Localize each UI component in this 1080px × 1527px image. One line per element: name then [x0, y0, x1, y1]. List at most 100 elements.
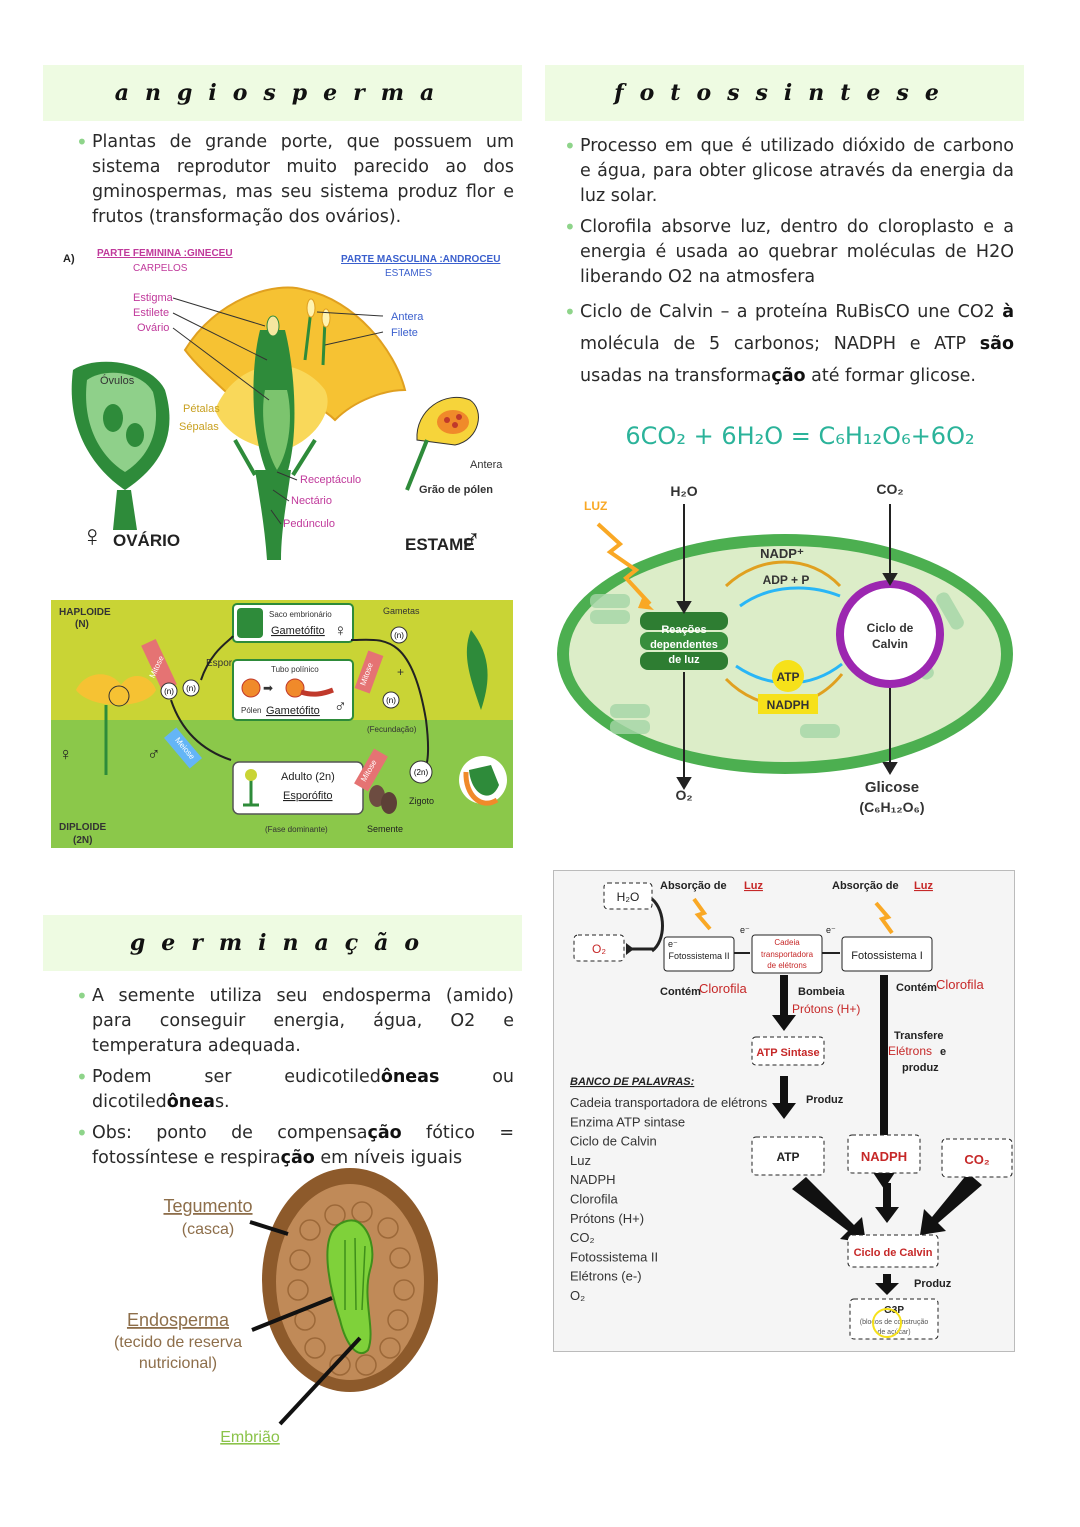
flow-produz-r: produz: [902, 1062, 939, 1074]
flower-panel-letter: A): [63, 253, 75, 265]
flow-eminus-3: e⁻: [826, 925, 836, 935]
gametofito-f-label: Gametófito: [271, 625, 325, 637]
fotossintese-bullets: Processo em que é utilizado dióxido de c…: [564, 134, 1014, 398]
seed-diagram: Tegumento (casca) Endosperma (tecido de …: [100, 1160, 450, 1460]
germinacao-bullets: A semente utiliza seu endosperma (amido)…: [76, 984, 514, 1177]
flower-diagram: A) PARTE FEMININA :GINECEU CARPELOS Esti…: [55, 240, 525, 570]
seed-arrows: [249, 1220, 362, 1426]
n-circle-2: (n): [186, 684, 196, 693]
chloro-formula: (C₆H₁₂O₆): [859, 799, 924, 815]
fotossintese-bullet-2: Clorofila absorve luz, dentro do cloropl…: [564, 215, 1014, 290]
gametas-label: Gametas: [383, 606, 420, 616]
bullet2-text-a: Podem ser eudicotiled: [92, 1067, 381, 1087]
tegumento-label: Tegumento: [163, 1196, 252, 1216]
flow-bombeia: Bombeia: [798, 986, 845, 998]
embriao-label: Embrião: [220, 1429, 280, 1446]
ovary-section-shape: [71, 361, 170, 530]
bullet3-text-b: fótico = fotossíntese e respira: [92, 1123, 514, 1168]
ciclo-line2: Calvin: [872, 637, 908, 651]
zigoto-label: Zigoto: [409, 796, 434, 806]
casca-label: (casca): [182, 1221, 234, 1238]
fotossintese-bullet-3: Ciclo de Calvin – a proteína RuBisCO une…: [564, 296, 1014, 392]
banco-item: NADPH: [570, 1172, 616, 1187]
label-ovario-part: Ovário: [137, 322, 169, 334]
label-pedunculo: Pedúnculo: [283, 518, 335, 530]
flow-eletrons: Elétrons: [888, 1044, 932, 1058]
banco-item: Luz: [570, 1153, 591, 1168]
cycle-female-icon: ♀: [59, 744, 73, 764]
bullet2-bold-a: ôneas: [380, 1067, 440, 1087]
female-title: PARTE FEMININA :GINECEU: [97, 248, 233, 259]
label-filete: Filete: [391, 327, 418, 339]
flow-fs1: Fotossistema I: [851, 950, 923, 962]
angiosperma-bullets: Plantas de grande porte, que possuem um …: [76, 130, 514, 236]
flow-protons: Prótons (H+): [792, 1002, 860, 1016]
fotossintese-header: fotossintese: [545, 65, 1024, 121]
banco-item: CO₂: [570, 1230, 595, 1245]
label-antera-top: Antera: [391, 311, 424, 323]
banco-item: Cadeia transportadora de elétrons: [570, 1095, 768, 1110]
label-estame: ESTAME: [405, 535, 475, 554]
germinacao-title: germinação: [129, 930, 436, 956]
bullet2-text-b: ou dicotiled: [92, 1067, 514, 1112]
bullet3-text-a: Obs: ponto de compensa: [92, 1123, 368, 1143]
flow-g3p-sub2: de açúcar): [877, 1329, 910, 1336]
flow-o2: O₂: [592, 942, 606, 956]
fase-label: (Fase dominante): [265, 825, 328, 834]
stamen-shape: [405, 396, 479, 491]
chloro-h2o: H₂O: [670, 483, 697, 499]
fotossintese-title: fotossintese: [614, 80, 955, 106]
life-cycle-diagram: HAPLOIDE (N) DIPLOIDE (2N) ♀ ♂ Mitose Es…: [51, 600, 513, 848]
haploide-label: HAPLOIDE: [59, 607, 111, 618]
label-sepalas: Sépalas: [179, 421, 219, 433]
germinacao-bullet-3: Obs: ponto de compensação fótico = fotos…: [76, 1121, 514, 1171]
male-symbol-icon: ♂: [459, 524, 482, 557]
male-sub: ESTAMES: [385, 268, 432, 279]
life-cycle-svg: HAPLOIDE (N) DIPLOIDE (2N) ♀ ♂ Mitose Es…: [51, 600, 513, 848]
gametofito-m-label: Gametófito: [266, 705, 320, 717]
angiosperma-header: angiosperma: [43, 65, 522, 121]
bullet2-text-c: s.: [214, 1092, 230, 1112]
two-n-circle: (2n): [414, 768, 429, 777]
label-petalas: Pétalas: [183, 403, 220, 415]
bullet2-bold-b: ônea: [166, 1092, 215, 1112]
endosperm-cells: [287, 1201, 415, 1376]
flow-diagram: H₂O O₂ Absorção de Luz Absorção de Luz F…: [553, 870, 1015, 1352]
flow-cadeia1: Cadeia: [774, 938, 800, 947]
female-symbol-icon: ♀: [81, 520, 104, 553]
polen-label: Pólen: [241, 706, 261, 715]
flow-eminus-2: e⁻: [740, 925, 750, 935]
seed-svg: Tegumento (casca) Endosperma (tecido de …: [114, 1168, 438, 1446]
label-grao-polen: Grão de pólen: [419, 484, 493, 496]
nutricional-label: nutricional): [139, 1355, 217, 1372]
chloro-adp: ADP + P: [763, 573, 810, 587]
adulto-label: Adulto (2n): [281, 771, 335, 783]
f-bullet3-c: usadas na transforma: [580, 366, 772, 386]
banco-item: Fotossistema II: [570, 1249, 658, 1264]
reacoes-stack: [640, 612, 728, 670]
flow-e-suffix: e: [940, 1046, 946, 1058]
chloroplast-diagram: Reações dependentes de luz Ciclo de Calv…: [550, 474, 1020, 824]
polen-arrow-icon: ➡: [263, 681, 273, 695]
esporos-label: Esporos: [206, 658, 243, 669]
label-receptaculo: Receptáculo: [300, 474, 361, 486]
chloro-nadp: NADP⁺: [760, 546, 804, 561]
flower-diagram-svg: A) PARTE FEMININA :GINECEU CARPELOS Esti…: [63, 248, 503, 560]
flow-cadeia2: transportadora: [761, 950, 814, 959]
flow-clorofila1: Clorofila: [699, 981, 747, 996]
banco-item: Prótons (H+): [570, 1211, 644, 1226]
n-circle-1: (n): [164, 687, 174, 696]
germinacao-bullet-2: Podem ser eudicotiledôneas ou dicotiledô…: [76, 1065, 514, 1115]
haploide-n: (N): [75, 619, 89, 630]
banco-item: Ciclo de Calvin: [570, 1134, 657, 1149]
flow-nadph: NADPH: [861, 1149, 907, 1164]
flow-produz2: Produz: [914, 1278, 952, 1290]
angiosperma-bullet-1: Plantas de grande porte, que possuem um …: [76, 130, 514, 230]
reacoes-line3: de luz: [668, 654, 700, 666]
cursor-highlight: [872, 1308, 902, 1338]
cycle-male-icon: ♂: [147, 744, 161, 764]
flow-co2: CO₂: [964, 1152, 990, 1167]
flow-contem1: Contém: [660, 986, 701, 998]
reacoes-line2: dependentes: [650, 639, 718, 651]
f-bullet3-bold-c: ção: [771, 366, 806, 386]
